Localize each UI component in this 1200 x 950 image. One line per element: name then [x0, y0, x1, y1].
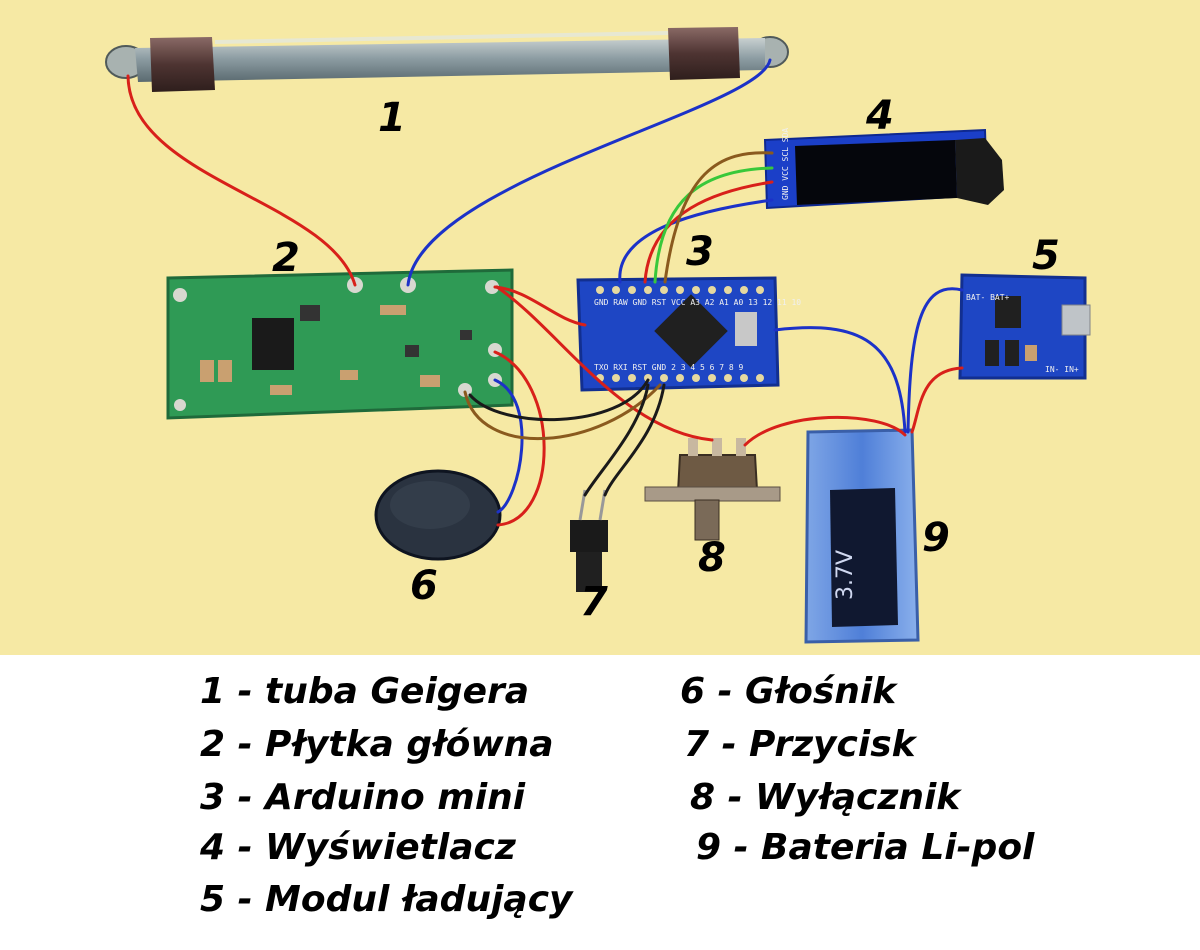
wire-board-red-arduino — [493, 285, 587, 327]
legend-item-7: 7 - Przycisk — [684, 724, 916, 765]
legend-item-1: 1 - tuba Geigera — [200, 671, 530, 712]
charger-bat-label: BAT- BAT+ — [966, 293, 1010, 302]
geiger-tube — [105, 27, 789, 92]
lipol-battery: 3.7V — [804, 428, 920, 644]
legend-item-3: 3 - Arduino mini — [200, 777, 526, 818]
component-number-2: 2 — [272, 235, 300, 281]
wire-display-vcc — [643, 180, 774, 284]
wire-charger-red — [910, 366, 964, 434]
push-button — [570, 489, 608, 592]
component-number-9: 9 — [922, 515, 950, 561]
display-pin-label: GND VCC SCL SDA — [781, 128, 790, 200]
wire-button-black-1 — [583, 383, 650, 497]
component-number-6: 6 — [410, 563, 438, 609]
component-number-7: 7 — [580, 579, 608, 625]
component-number-4: 4 — [866, 93, 894, 139]
legend-item-4: 4 - Wyświetlacz — [200, 827, 516, 868]
wire-board-brown — [463, 383, 662, 441]
wiring-diagram: GND VCC SCL SDA — [105, 27, 1091, 644]
battery-voltage-label: 3.7V — [833, 550, 858, 600]
legend-item-6: 6 - Głośnik — [680, 671, 897, 712]
legend-item-2: 2 - Płytka główna — [200, 724, 554, 765]
charger-module: BAT- BAT+ IN- IN+ — [958, 273, 1091, 380]
wire-charger-blue — [906, 287, 964, 434]
legend-item-9: 9 - Bateria Li-pol — [696, 827, 1035, 868]
component-photo: GND VCC SCL SDA — [0, 0, 1200, 655]
component-number-8: 8 — [698, 535, 726, 581]
wire-speaker-red — [493, 350, 546, 527]
charger-in-label: IN- IN+ — [1045, 365, 1079, 374]
wire-arduino-charger-blue — [773, 326, 907, 434]
arduino-bottom-pin-label: TXO RXI RST GND 2 3 4 5 6 7 8 9 — [594, 363, 743, 372]
component-number-3: 3 — [686, 229, 714, 275]
wire-tube-blue — [406, 58, 772, 287]
arduino-top-pin-label: GND RAW GND RST VCC A3 A2 A1 A0 13 12 11… — [594, 298, 801, 307]
wire-speaker-blue — [493, 378, 524, 514]
wire-board-black — [468, 378, 650, 422]
wires — [126, 58, 964, 527]
slide-switch — [644, 438, 781, 541]
main-board — [166, 268, 514, 420]
wire-button-black-2 — [603, 383, 666, 497]
wire-switch-battery-red — [743, 415, 907, 447]
component-number-1: 1 — [378, 95, 406, 141]
speaker — [374, 469, 502, 561]
component-number-5: 5 — [1032, 233, 1060, 279]
wire-board-red-switch — [495, 285, 714, 442]
legend-item-8: 8 - Wyłącznik — [690, 777, 961, 818]
legend-item-5: 5 - Modul ładujący — [200, 879, 573, 920]
arduino-pro-mini: GND RAW GND RST VCC A3 A2 A1 A0 13 12 11… — [576, 276, 801, 392]
wire-tube-red — [126, 74, 357, 287]
oled-display: GND VCC SCL SDA — [763, 128, 1004, 210]
wire-display-sda — [663, 151, 774, 284]
